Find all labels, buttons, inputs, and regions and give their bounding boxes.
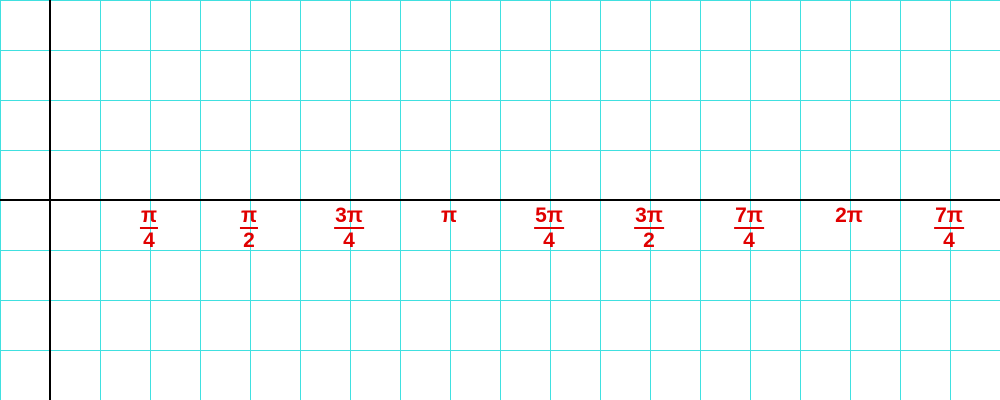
- fraction-numerator: 7π: [934, 204, 964, 229]
- fraction-numerator: 7π: [734, 204, 764, 229]
- plain-label: 2π: [835, 204, 863, 227]
- fraction-numerator: 3π: [334, 204, 364, 229]
- fraction-denominator: 2: [243, 229, 255, 252]
- fraction-denominator: 4: [343, 229, 355, 252]
- axis-tick-label: 2π: [835, 205, 863, 226]
- fraction-denominator: 4: [143, 229, 155, 252]
- fraction-numerator: π: [139, 204, 159, 229]
- fraction-numerator: 5π: [534, 204, 564, 229]
- axis-tick-label: π: [441, 205, 457, 226]
- fraction-denominator: 4: [943, 229, 955, 252]
- fraction-numerator: 3π: [634, 204, 664, 229]
- fraction-denominator: 4: [743, 229, 755, 252]
- fraction-denominator: 2: [643, 229, 655, 252]
- plain-label: π: [440, 204, 458, 227]
- fraction-denominator: 4: [543, 229, 555, 252]
- fraction-numerator: π: [239, 204, 259, 229]
